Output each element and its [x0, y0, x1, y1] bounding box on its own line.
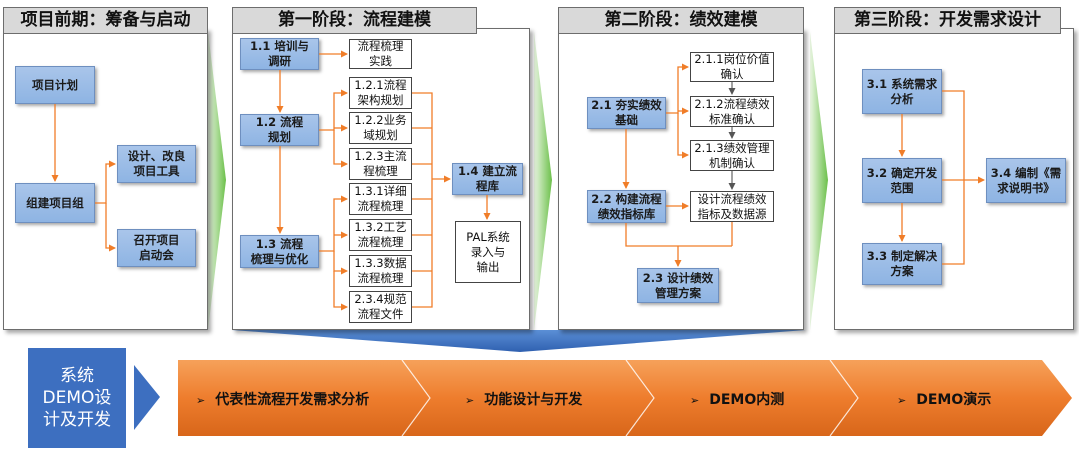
connector-22-23 — [625, 223, 732, 247]
domain-planning-box: 1.2.2业务 域规划 — [349, 112, 412, 144]
training-research-box: 1.1 培训与 调研 — [240, 38, 319, 70]
scope-definition-box: 3.2 确定开发 范围 — [862, 158, 942, 203]
chevron-step-1-label: ➢代表性流程开发需求分析 — [196, 392, 370, 408]
build-team-box: 组建项目组 — [15, 183, 95, 223]
process-library-box: 1.4 建立流 程库 — [452, 163, 523, 195]
main-process-box: 1.2.3主流 程梳理 — [349, 148, 412, 180]
bullet-icon: ➢ — [897, 394, 907, 407]
connector-team-kickoff — [105, 203, 116, 252]
demo-box — [28, 348, 126, 448]
chevron-step-3-label: ➢DEMO内测 — [690, 392, 785, 408]
data-process-box: 1.3.3数据 流程梳理 — [349, 255, 412, 287]
project-plan-box: 项目计划 — [15, 66, 95, 104]
performance-mechanism-box: 2.1.3绩效管理 机制确认 — [690, 140, 774, 171]
indicator-library-box: 2.2 构建流程 绩效指标库 — [587, 190, 666, 223]
connector-13-234 — [333, 271, 348, 311]
connector-31-right — [942, 90, 965, 265]
chevron-step-3 — [626, 360, 858, 436]
pal-system-box: PAL系统 录入与 输出 — [455, 221, 521, 283]
panel-preparation-title: 项目前期：筹备与启动 — [3, 7, 208, 34]
chevron-step-2-label: ➢功能设计与开发 — [465, 392, 583, 408]
design-tools-box: 设计、改良 项目工具 — [117, 145, 196, 183]
connector-12-fan — [319, 89, 348, 131]
process-planning-box: 1.2 流程 规划 — [240, 114, 319, 146]
process-optimization-box: 1.3 流程 梳理与优化 — [240, 235, 319, 268]
process-performance-standard-box: 2.1.2流程绩效 标准确认 — [690, 96, 774, 127]
detailed-process-box: 1.3.1详细 流程梳理 — [349, 183, 412, 215]
phase-arrow-2 — [534, 32, 552, 330]
bullet-icon: ➢ — [465, 394, 475, 407]
bullet-icon: ➢ — [196, 394, 206, 407]
connector-21-bracket — [666, 63, 689, 114]
phase-arrow-1 — [208, 32, 226, 330]
process-docs-box: 2.3.4规范 流程文件 — [349, 291, 412, 323]
demo-arrow — [134, 365, 160, 430]
connector-13-fan — [319, 195, 348, 252]
chevron-step-1 — [178, 360, 430, 436]
phase-arrow-3 — [810, 32, 828, 330]
bullet-icon: ➢ — [690, 394, 700, 407]
solution-plan-box: 3.3 制定解决 方案 — [862, 243, 942, 285]
requirements-spec-box: 3.4 编制《需 求说明书》 — [986, 158, 1066, 203]
connector-12-123 — [333, 130, 348, 168]
position-value-box: 2.1.1岗位价值 确认 — [690, 52, 774, 82]
chevron-step-2 — [402, 360, 654, 436]
chevron-step-4 — [830, 360, 1072, 436]
chevron-step-4-label: ➢DEMO演示 — [897, 392, 992, 408]
performance-plan-box: 2.3 设计绩效 管理方案 — [637, 268, 719, 303]
demo-label: 系统 DEMO设 计及开发 — [42, 366, 112, 430]
indicator-design-box: 设计流程绩效 指标及数据源 — [690, 191, 774, 222]
craft-process-box: 1.3.2工艺 流程梳理 — [349, 219, 412, 251]
connector-21-213 — [677, 113, 689, 159]
architecture-planning-box: 1.2.1流程 架构规划 — [349, 77, 412, 109]
connector-collector — [412, 92, 433, 308]
kickoff-box: 召开项目 启动会 — [117, 229, 196, 267]
requirements-analysis-box: 3.1 系统需求 分析 — [862, 69, 942, 114]
process-practice-box: 流程梳理 实践 — [349, 39, 412, 69]
panel-requirements-design-title: 第三阶段：开发需求设计 — [834, 7, 1061, 34]
performance-foundation-box: 2.1 夯实绩效 基础 — [587, 97, 666, 129]
panel-process-modeling-title: 第一阶段：流程建模 — [232, 7, 477, 34]
panel-performance-modeling-title: 第二阶段：绩效建模 — [558, 7, 804, 34]
funnel-band — [232, 330, 806, 352]
connector-team-branch — [95, 160, 116, 204]
